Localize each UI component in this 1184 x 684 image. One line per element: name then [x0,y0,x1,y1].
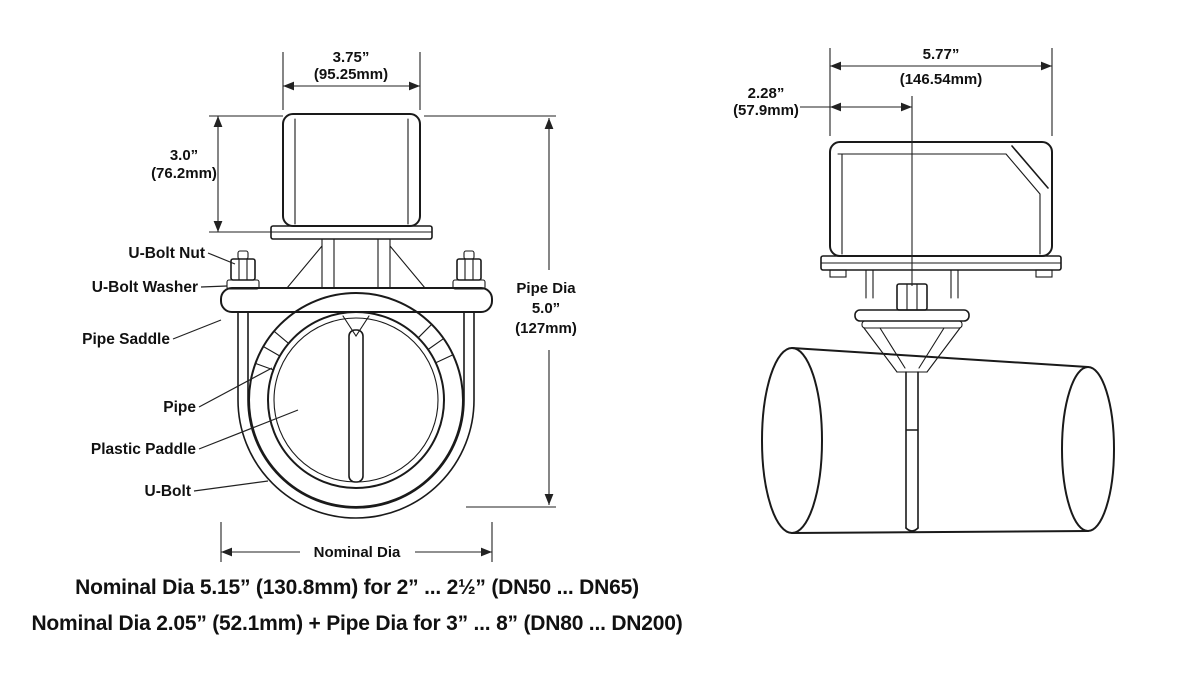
flange-foot-left [829,269,847,278]
notes: Nominal Dia 5.15” (130.8mm) for 2” ... 2… [31,576,682,635]
pipe-end-right [1061,366,1115,532]
housing-side-lines [294,118,409,225]
label-u-bolt-nut: U-Bolt Nut [128,245,236,265]
label-pipe-saddle: Pipe Saddle [82,319,222,348]
mounting-studs [865,269,959,299]
part-labels: U-Bolt Nut U-Bolt Washer Pipe Saddle Pip… [82,245,299,500]
pipe-outer-wall [248,292,464,508]
front-paddle [342,315,370,483]
u-bolt-label: U-Bolt [145,483,192,500]
u-bolt-washer-label: U-Bolt Washer [92,279,198,296]
leader-line [172,319,222,340]
u-bolt-outer [237,311,475,519]
nut-bevels-left [238,258,248,281]
label-plastic-paddle: Plastic Paddle [91,409,299,458]
dim-width-mm: (95.25mm) [314,66,388,83]
dim-width-front: 3.75” (95.25mm) [282,49,421,110]
dim-side-width-in: 5.77” [923,46,960,63]
stud-right [463,250,475,260]
leader-line [193,480,269,492]
flange-foot-right [1035,269,1053,278]
stem-funnel-bracket [863,327,961,373]
paddle-rod-tip [905,527,919,532]
pipe-top-line [791,347,1089,368]
dim-height-in: 3.0” [170,147,198,164]
dim-nominal-label: Nominal Dia [314,544,401,561]
label-u-bolt-washer: U-Bolt Washer [92,279,228,296]
bracket-gussets [286,245,426,289]
dim-nominal-dia: Nominal Dia [220,522,493,562]
leader-line [198,367,273,408]
u-bolt-nut-label: U-Bolt Nut [128,245,205,262]
dim-height-mm: (76.2mm) [151,165,217,182]
dim-offset-side: 2.28” (57.9mm) [733,85,913,286]
housing-inner-lines [837,153,1041,255]
leader-line [200,285,228,288]
front-pipe [248,292,464,508]
front-view: 3.75” (95.25mm) 3.0” (76.2mm) Pipe Dia 5… [82,49,577,562]
stud-left [237,250,249,260]
nut-bevels-right [464,258,474,281]
side-pipe [761,347,1115,534]
nut-bevels [906,283,918,311]
dim-height-front: 3.0” (76.2mm) [151,115,283,233]
paddle-mount [342,315,370,338]
pipe-wall-hatching [254,323,454,371]
stem-washer-lower [861,320,963,329]
label-u-bolt: U-Bolt [145,480,269,500]
dim-width-side: 5.77” (146.54mm) [829,46,1053,136]
bracket-neck [321,238,391,289]
pipe-end-left [761,347,823,534]
dim-pipe-dia: Pipe Dia 5.0” (127mm) [424,115,577,508]
label-pipe: Pipe [163,367,273,416]
side-view: 5.77” (146.54mm) 2.28” (57.9mm) [733,46,1115,534]
dim-pipe-dia-label: Pipe Dia [516,280,576,297]
side-enclosure [820,141,1062,278]
dim-side-width-mm: (146.54mm) [900,71,983,88]
dim-pipe-dia-in: 5.0” [532,300,560,317]
note-line-1: Nominal Dia 5.15” (130.8mm) for 2” ... 2… [75,576,639,599]
note-line-2: Nominal Dia 2.05” (52.1mm) + Pipe Dia fo… [31,612,682,635]
plastic-paddle-label: Plastic Paddle [91,441,196,458]
dim-pipe-dia-mm: (127mm) [515,320,577,337]
pipe-label: Pipe [163,399,196,416]
dim-offset-in: 2.28” [748,85,785,102]
paddle-rod [905,371,919,529]
dim-width-in: 3.75” [333,49,370,66]
pipe-saddle-label: Pipe Saddle [82,331,170,348]
front-u-bolt-nuts [226,250,486,290]
dim-offset-mm: (57.9mm) [733,102,799,119]
pipe-inner-wall [267,311,445,489]
pipe-bottom-line [791,530,1089,534]
plastic-paddle-blade [348,329,364,483]
side-paddle-rod [905,371,919,532]
front-mounting-bracket [286,238,426,289]
extension-lines [424,115,556,508]
leader-line [207,252,236,265]
extension-lines [282,52,421,110]
leader-line [198,409,299,450]
housing-chamfer [1011,145,1049,189]
